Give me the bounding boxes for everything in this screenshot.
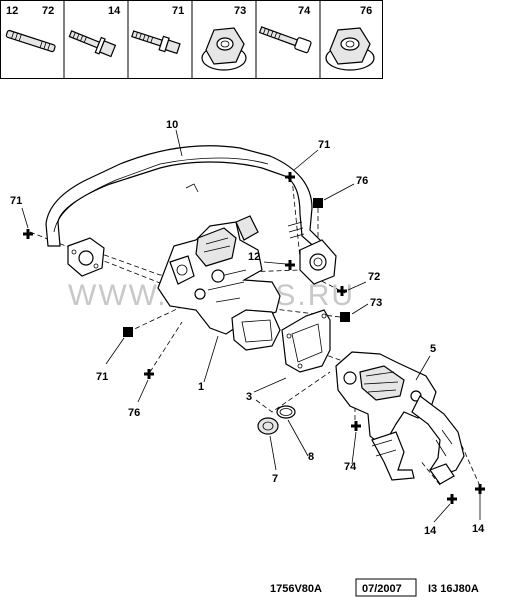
callout-5: 5: [430, 343, 436, 355]
callout-14-left: 14: [424, 525, 437, 537]
leader-lines: [21, 129, 481, 523]
callout-72: 72: [368, 271, 380, 283]
nut-marker-71-mid: [123, 327, 133, 337]
header-label-71: 71: [172, 5, 184, 17]
stud-marker-72: [337, 286, 347, 296]
callout-14-right: 14: [472, 523, 485, 535]
bolt-marker-71-left: [23, 229, 33, 239]
bolt-marker-71-top: [285, 172, 295, 182]
nut-marker-73: [340, 312, 350, 322]
nut-marker-76-top: [313, 198, 323, 208]
bolt-marker-14-left: [447, 494, 457, 504]
bolt-marker-76-bottom: [144, 369, 154, 379]
stud-bolt-icon: [5, 29, 56, 53]
flange-nut-icon: [325, 27, 375, 71]
egr-valve: [157, 215, 281, 351]
stud-marker-12: [285, 260, 295, 270]
callout-76-bottom: 76: [128, 407, 140, 419]
callouts: 10 71 76 71 12 72 73 71 1 76 3 5 8 7 74 …: [10, 119, 485, 537]
bolt-marker-14-right: [475, 484, 485, 494]
callout-71-mid: 71: [96, 371, 108, 383]
flange-nut-icon: [201, 27, 247, 71]
header-label-72: 72: [42, 5, 54, 17]
long-bolt-icon: [258, 26, 312, 54]
callout-1: 1: [198, 381, 204, 393]
footer: 1756V80A 07/2007 I3 16J80A: [270, 578, 479, 597]
seal-disc: [257, 417, 279, 435]
callout-12: 12: [248, 251, 260, 263]
header-label-73: 73: [234, 5, 246, 17]
header-label-14: 14: [108, 5, 121, 17]
footer-code: 1756V80A: [270, 583, 322, 595]
flange-bolt-icon: [68, 30, 117, 58]
callout-8: 8: [308, 451, 314, 463]
callout-71-left: 71: [10, 195, 22, 207]
callout-71-top: 71: [318, 139, 330, 151]
header-label-76: 76: [360, 5, 372, 17]
footer-date-box: [355, 578, 417, 597]
footer-date: 07/2007: [362, 583, 402, 595]
callout-7: 7: [272, 473, 278, 485]
egr-pipe: [45, 145, 337, 285]
header-label-74: 74: [298, 5, 311, 17]
callout-3: 3: [246, 391, 252, 403]
fastener-markers: [23, 172, 485, 504]
egr-cooler: [335, 351, 465, 485]
o-ring: [276, 405, 296, 419]
callout-10: 10: [166, 119, 178, 131]
gasket: [281, 309, 331, 373]
bolt-with-washer-icon: [131, 30, 181, 55]
bolt-marker-74: [351, 421, 361, 431]
callout-74: 74: [344, 461, 357, 473]
callout-76-top: 76: [356, 175, 368, 187]
header-label-12: 12: [6, 5, 18, 17]
fastener-header: 12 72 14 71 73 74 76: [0, 0, 383, 79]
footer-ref: I3 16J80A: [428, 583, 479, 595]
callout-73: 73: [370, 297, 382, 309]
